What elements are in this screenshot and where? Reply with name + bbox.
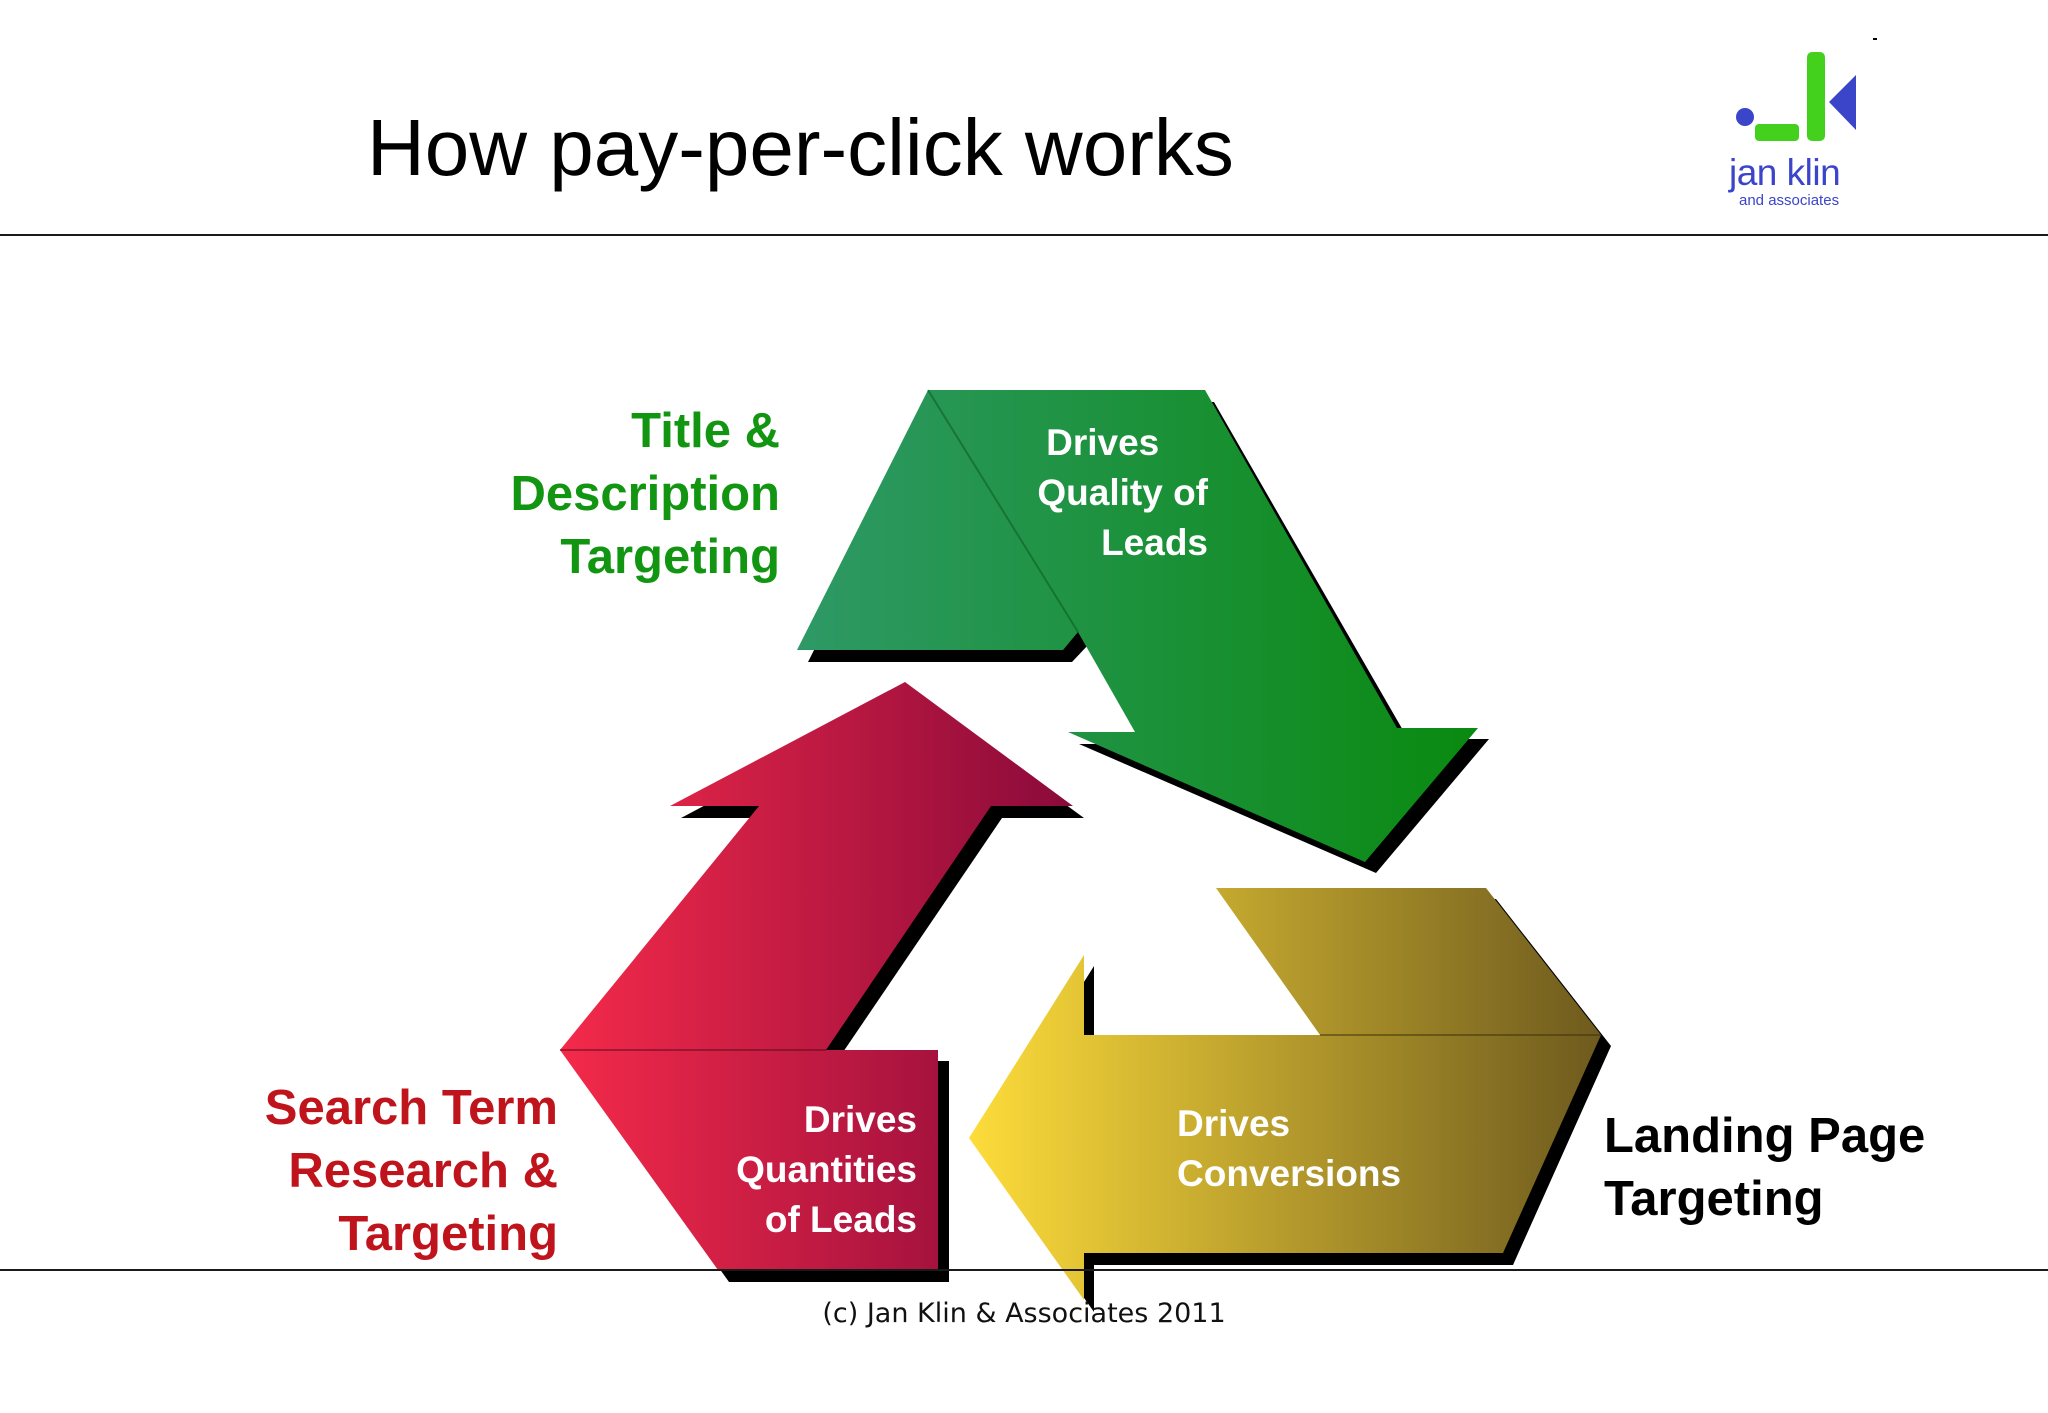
green-arrow-text: Drives Quality of Leads xyxy=(1037,418,1208,568)
bottom-divider xyxy=(0,1269,2048,1271)
red-arrow xyxy=(560,682,1084,1282)
copyright-footer: (c) Jan Klin & Associates 2011 xyxy=(822,1298,1226,1329)
label-line: Landing Page xyxy=(1604,1109,1926,1163)
arrow-text-line: Leads xyxy=(1101,522,1208,563)
title-description-targeting-label: Title & Description Targeting xyxy=(510,400,780,589)
label-line: Targeting xyxy=(338,1207,558,1261)
search-term-research-label: Search Term Research & Targeting xyxy=(265,1077,558,1266)
red-arrow-text: Drives Quantities of Leads xyxy=(736,1095,917,1245)
label-line: Title & xyxy=(631,404,780,458)
arrow-text-line: Drives xyxy=(1046,422,1160,463)
landing-page-targeting-label: Landing Page Targeting xyxy=(1604,1105,1925,1231)
arrow-text-line: Conversions xyxy=(1177,1153,1402,1194)
arrow-text-line: Drives xyxy=(803,1099,917,1140)
label-line: Targeting xyxy=(560,530,780,584)
logo-name: jan klin xyxy=(1729,152,1841,193)
label-line: Description xyxy=(510,467,780,521)
arrow-text-line: of Leads xyxy=(764,1199,917,1240)
mark xyxy=(1873,38,1877,40)
green-arrow xyxy=(797,389,1489,873)
slide-title: How pay-per-click works xyxy=(367,103,1234,192)
top-divider xyxy=(0,234,2048,236)
label-line: Research & xyxy=(288,1144,558,1198)
label-line: Targeting xyxy=(1604,1172,1824,1226)
gold-arrow-text: Drives Conversions xyxy=(1177,1099,1401,1199)
arrow-text-line: Quality of xyxy=(1037,472,1208,513)
jan-klin-logo-icon xyxy=(1736,52,1856,141)
arrow-text-line: Quantities xyxy=(736,1149,917,1190)
logo-tagline: and associates xyxy=(1739,192,1840,209)
arrow-text-line: Drives xyxy=(1177,1103,1291,1144)
label-line: Search Term xyxy=(264,1081,558,1135)
gold-arrow xyxy=(969,888,1611,1312)
